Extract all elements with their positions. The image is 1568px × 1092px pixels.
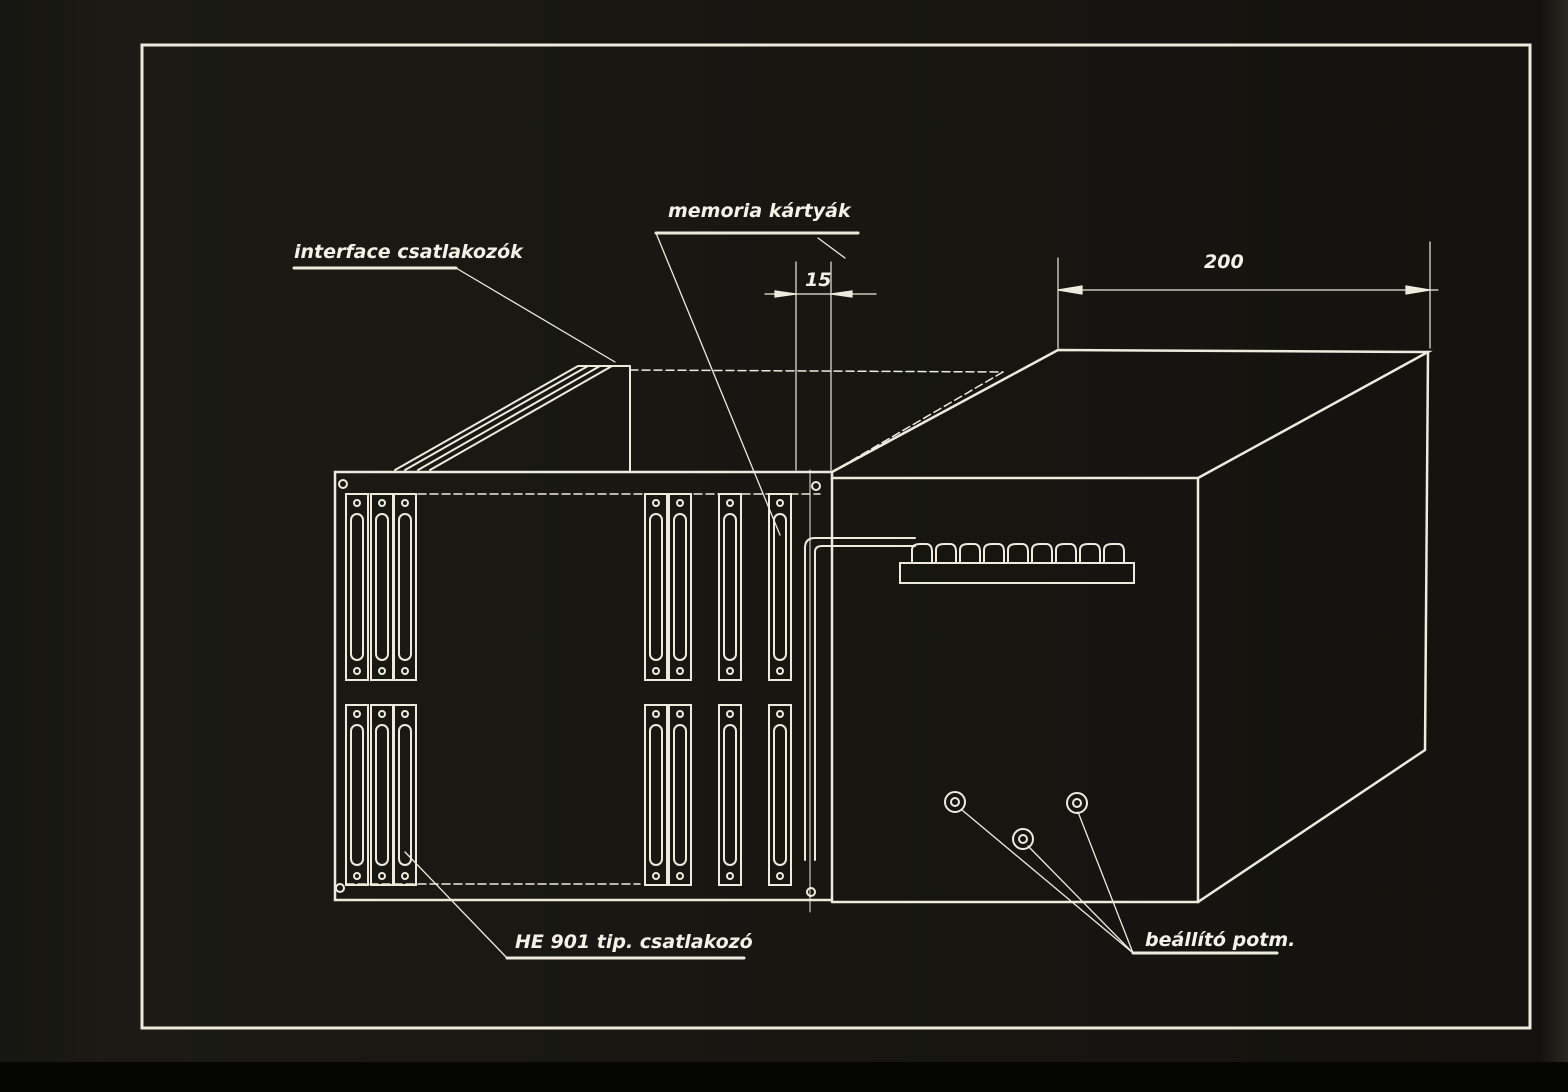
label-adjust-pot: beállító potm. bbox=[1145, 929, 1295, 951]
terminal bbox=[935, 543, 957, 564]
terminal bbox=[1079, 543, 1101, 564]
label-connector-type: HE 901 tip. csatlakozó bbox=[515, 931, 753, 953]
connector bbox=[393, 704, 417, 886]
terminal bbox=[959, 543, 981, 564]
label-dimension-200: 200 bbox=[1204, 251, 1244, 273]
connector bbox=[393, 493, 417, 681]
connector bbox=[668, 493, 692, 681]
drawing-frame bbox=[140, 43, 1532, 1030]
he901-connectors bbox=[345, 493, 792, 886]
terminal bbox=[1103, 543, 1125, 564]
connector bbox=[718, 493, 742, 681]
terminal bbox=[911, 543, 933, 564]
connector bbox=[718, 704, 742, 886]
connector bbox=[668, 704, 692, 886]
leader-lines bbox=[292, 231, 1279, 960]
label-memory-cards: memoria kártyák bbox=[668, 200, 852, 222]
connector bbox=[768, 493, 792, 681]
adjust-potentiometers bbox=[944, 791, 1088, 850]
label-dimension-15: 15 bbox=[805, 269, 831, 291]
interface-connector-rails bbox=[394, 365, 1004, 473]
connector bbox=[370, 493, 394, 681]
dimension-200 bbox=[1057, 241, 1439, 349]
label-interface-connectors: interface csatlakozók bbox=[294, 241, 524, 263]
cable-terminal-strip bbox=[804, 537, 1135, 861]
front-panel bbox=[333, 469, 834, 913]
terminal bbox=[1055, 543, 1077, 564]
connector bbox=[644, 493, 668, 681]
memory-box bbox=[830, 348, 1433, 904]
terminal bbox=[1007, 543, 1029, 564]
dimension-15 bbox=[764, 261, 877, 471]
slide-border bbox=[0, 1062, 1568, 1092]
terminal bbox=[983, 543, 1005, 564]
connector bbox=[345, 493, 369, 681]
connector bbox=[370, 704, 394, 886]
connector bbox=[345, 704, 369, 886]
connector bbox=[768, 704, 792, 886]
connector bbox=[644, 704, 668, 886]
terminal bbox=[1031, 543, 1053, 564]
